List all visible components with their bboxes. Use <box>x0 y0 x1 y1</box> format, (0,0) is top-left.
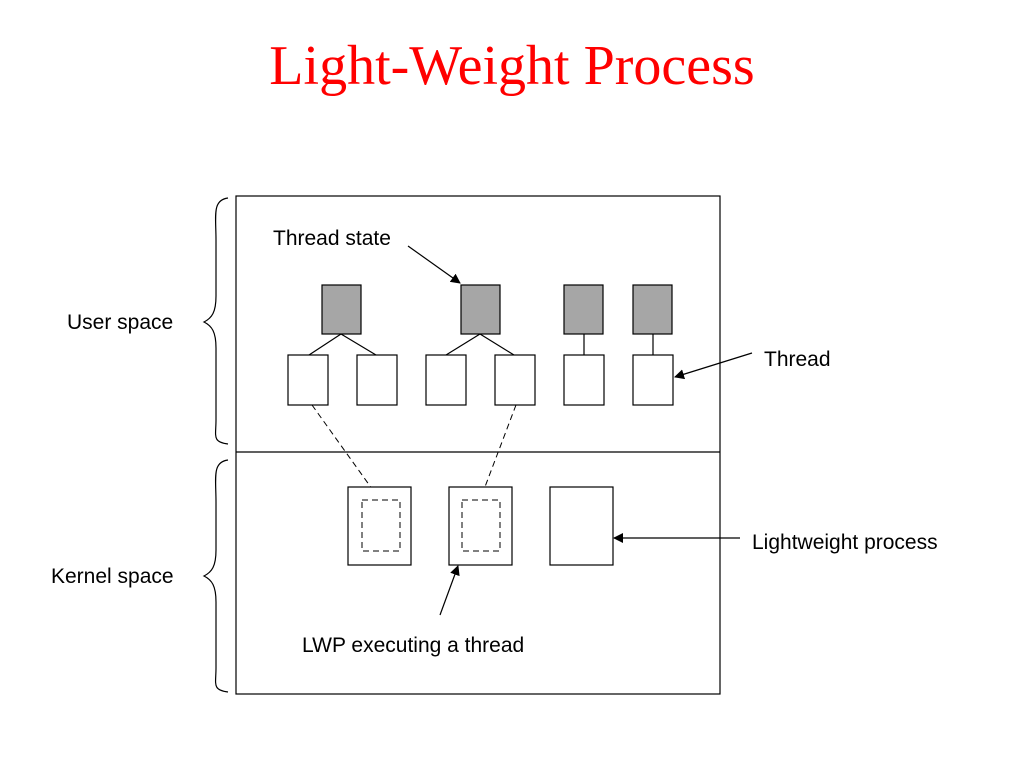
thread-connectors <box>308 333 654 356</box>
thread-box <box>287 354 329 406</box>
thread-state-box <box>632 284 673 335</box>
thread-label: Thread <box>764 348 831 371</box>
thread-arrow <box>674 352 753 380</box>
lightweight-process-label: Lightweight process <box>752 531 938 554</box>
thread-state-box <box>563 284 604 335</box>
thread-box <box>632 354 674 406</box>
thread-box <box>563 354 605 406</box>
threads <box>287 354 674 406</box>
lwp-box <box>448 486 513 566</box>
thread-state-arrow <box>407 245 461 284</box>
thread-state-box <box>321 284 362 335</box>
slide-title: Light-Weight Process <box>269 35 755 97</box>
lwp-box <box>549 486 614 566</box>
thread-states <box>321 284 673 335</box>
thread-state-label: Thread state <box>273 227 391 250</box>
kernel-space-brace <box>202 459 229 693</box>
lwp-executing-arrow <box>439 565 460 616</box>
kernel-space-label: Kernel space <box>51 565 174 588</box>
user-space-label: User space <box>67 311 173 334</box>
lightweight-processes <box>347 486 614 566</box>
executing-thread-box <box>461 499 501 552</box>
lwp-executing-label: LWP executing a thread <box>302 634 524 657</box>
thread-state-box <box>460 284 501 335</box>
user-space-brace <box>202 197 229 445</box>
thread-lwp-mappings <box>311 404 517 501</box>
executing-thread-box <box>361 499 401 552</box>
annotation-arrows <box>407 245 753 616</box>
lwp-box <box>347 486 412 566</box>
thread-box <box>494 354 536 406</box>
diagram-frame <box>235 195 721 695</box>
thread-box <box>356 354 398 406</box>
thread-box <box>425 354 467 406</box>
